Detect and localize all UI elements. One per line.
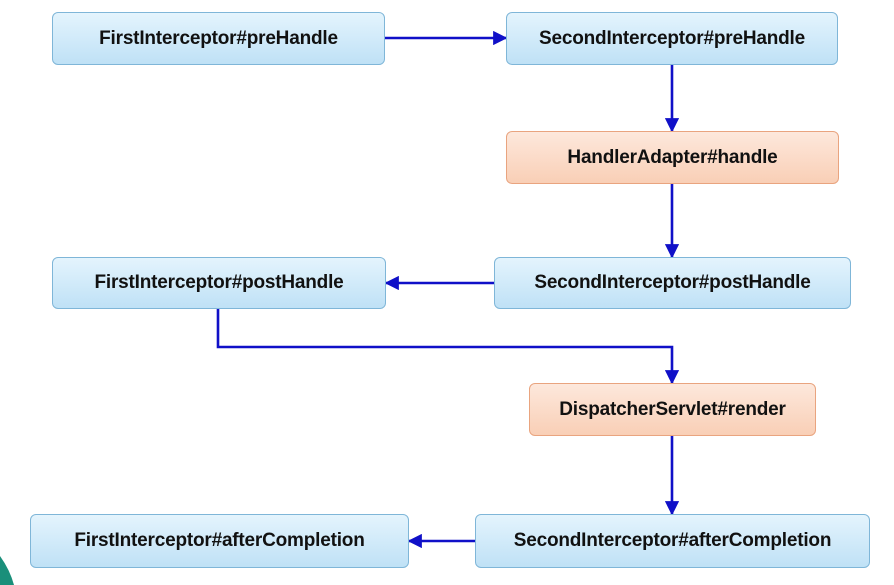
- node-second-interceptor-posthandle: SecondInterceptor#postHandle: [494, 257, 851, 309]
- node-first-interceptor-posthandle: FirstInterceptor#postHandle: [52, 257, 386, 309]
- node-label: FirstInterceptor#postHandle: [94, 272, 344, 293]
- node-second-interceptor-aftercompletion: SecondInterceptor#afterCompletion: [475, 514, 870, 568]
- node-label: SecondInterceptor#postHandle: [534, 272, 811, 293]
- node-handler-adapter-handle: HandlerAdapter#handle: [506, 131, 839, 184]
- arrow-first-post-to-render: [216, 309, 680, 385]
- node-label: FirstInterceptor#afterCompletion: [74, 530, 365, 551]
- node-second-interceptor-prehandle: SecondInterceptor#preHandle: [506, 12, 838, 65]
- node-label: SecondInterceptor#preHandle: [539, 27, 805, 49]
- corner-accent-shape: [0, 556, 14, 585]
- node-first-interceptor-prehandle: FirstInterceptor#preHandle: [52, 12, 385, 65]
- node-dispatcher-servlet-render: DispatcherServlet#render: [529, 383, 816, 436]
- node-label: DispatcherServlet#render: [559, 398, 786, 420]
- node-label: FirstInterceptor#preHandle: [99, 27, 338, 49]
- node-label: HandlerAdapter#handle: [567, 146, 778, 168]
- node-label: SecondInterceptor#afterCompletion: [513, 530, 832, 551]
- node-first-interceptor-aftercompletion: FirstInterceptor#afterCompletion: [30, 514, 409, 568]
